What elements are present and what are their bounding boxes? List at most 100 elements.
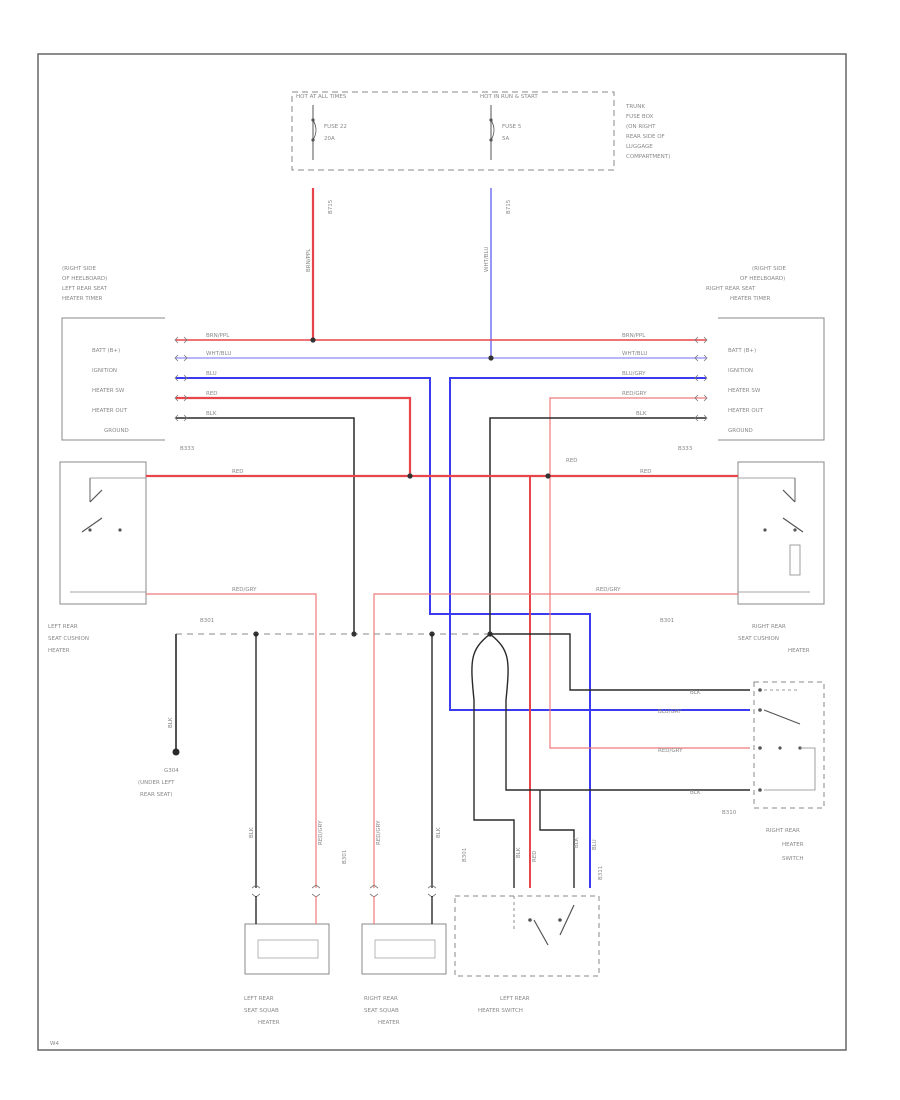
left-timer-connector-id: B333 [180,446,195,452]
left-squab-label-3: HEATER [258,1020,280,1026]
right-timer-location-2: OF HEELBOARD) [740,276,785,282]
right-wire-label-4: RED/GRY [622,391,647,397]
right-cushion-thermostat-icon [782,489,796,503]
feed-wire-2-pin: B715 [506,199,512,214]
left-switch-wire-d: BLU [592,839,598,850]
ground-label-1: G304 [164,768,179,774]
right-rear-seat-cushion-heater: RIGHT REAR SEAT CUSHION HEATER [737,461,825,654]
left-cushion-top-wire-label: RED [232,469,244,475]
feed-wire-2-code: WHT/BLU [484,247,490,272]
left-cushion-bottom-wire-label: RED/GRY [232,587,257,593]
fuse-box-location-2: FUSE BOX [626,114,654,120]
right-rear-heater-switch: BLK BLU/GRY RED/GRY BLK B310 RIGHT REAR … [658,681,825,862]
left-timer-pin-heater-sw: HEATER SW [92,388,125,394]
left-rear-heater-switch: B301 RED BLK BLU B311 BLK LEFT REAR HEAT… [454,837,604,1014]
right-timer-pin-ground: GROUND [728,428,753,434]
left-rear-seat-cushion-heater: LEFT REAR SEAT CUSHION HEATER [48,461,147,654]
right-timer-pin-batt: BATT (B+) [728,348,756,354]
right-wire-label-3: BLU/GRY [622,371,646,377]
left-switch-label-2: HEATER SWITCH [478,1008,523,1014]
right-timer-location-4: HEATER TIMER [730,296,771,302]
left-timer-pin-batt: BATT (B+) [92,348,120,354]
hot-at-all-times-label: HOT AT ALL TIMES [296,94,347,100]
right-squab-label-3: HEATER [378,1020,400,1026]
right-switch-connector-id: B310 [722,810,737,816]
fuse-5-name: FUSE 5 [502,124,522,130]
fuse-box-location-3: (ON RIGHT [626,124,656,130]
ground-label-3: REAR SEAT) [140,792,172,798]
right-timer-location-3: RIGHT REAR SEAT [706,286,756,292]
right-rear-seat-heater-timer: (RIGHT SIDE OF HEELBOARD) RIGHT REAR SEA… [678,266,825,452]
right-squab-label-1: RIGHT REAR [364,996,398,1002]
fuse-5-icon [490,119,495,141]
left-squab-wire-a: BLK [249,827,255,838]
left-rear-seat-squab-heater: BLK RED/GRY B301 LEFT REAR SEAT SQUAB HE… [244,820,348,1026]
ground-splice-bus: BLK G304 (UNDER LEFT REAR SEAT) [138,631,750,888]
fuse-box-location-4: REAR SIDE OF [626,134,665,140]
right-timer-connector-id: B333 [678,446,693,452]
right-timer-pin-heater-out: HEATER OUT [728,408,764,414]
right-switch-wire-2: BLU/GRY [658,709,682,715]
right-switch-label-3: SWITCH [782,856,804,862]
left-squab-wire-b: RED/GRY [318,820,324,845]
left-rear-seat-heater-timer: (RIGHT SIDE OF HEELBOARD) LEFT REAR SEAT… [61,266,195,452]
left-timer-pin-ground: GROUND [104,428,129,434]
right-switch-wire-1: BLK [690,690,701,696]
red-splice-label: RED [566,458,578,464]
right-wire-label-5: BLK [636,411,647,417]
left-wire-label-1: BRN/PPL [206,333,230,339]
timer-bus-wires: BRN/PPL WHT/BLU BLU RED BLK BRN/PPL WHT/… [174,333,750,888]
right-switch-wire-3: RED/GRY [658,748,683,754]
right-cushion-bottom-wire-label: RED/GRY [596,587,621,593]
left-cushion-label-3: HEATER [48,648,70,654]
left-wire-label-3: BLU [206,371,217,377]
right-switch-contact-icon [763,709,801,725]
fuse-box-location-5: LUGGAGE [626,144,653,150]
right-wire-label-2: WHT/BLU [622,351,647,357]
left-switch-pin-a: B301 [462,848,468,862]
right-squab-wire-b: BLK [436,827,442,838]
left-timer-pin-heater-out: HEATER OUT [92,408,128,414]
right-cushion-top-wire-label: RED [640,469,652,475]
left-cushion-label-2: SEAT CUSHION [48,636,89,642]
left-timer-location-1: (RIGHT SIDE [62,266,96,272]
left-squab-label-1: LEFT REAR [244,996,274,1002]
right-timer-pin-ignition: IGNITION [728,368,753,374]
right-cushion-label-3: HEATER [788,648,810,654]
left-switch-wire-b: RED [532,850,538,862]
right-rear-seat-squab-heater: RED/GRY BLK RIGHT REAR SEAT SQUAB HEATER [361,820,447,1026]
left-squab-label-2: SEAT SQUAB [244,1008,279,1014]
left-switch-pin-b: B311 [598,866,604,880]
right-timer-location-1: (RIGHT SIDE [752,266,786,272]
left-switch-label-1: LEFT REAR [500,996,530,1002]
right-switch-wire-4: BLK [690,790,701,796]
left-timer-location-2: OF HEELBOARD) [62,276,107,282]
feed-wire-1-code: BRN/PPL [306,248,312,272]
left-wire-label-4: RED [206,391,218,397]
feed-wire-1-pin: B715 [328,199,334,214]
ground-label-2: (UNDER LEFT [138,780,175,786]
fuse-feed-wires: BRN/PPL B715 WHT/BLU B715 [306,188,512,358]
right-switch-label-2: HEATER [782,842,804,848]
left-cushion-label-1: LEFT REAR [48,624,78,630]
left-timer-location-3: LEFT REAR SEAT [62,286,108,292]
hot-in-run-label: HOT IN RUN & START [480,94,538,100]
right-timer-pin-heater-sw: HEATER SW [728,388,761,394]
right-switch-label-1: RIGHT REAR [766,828,800,834]
left-timer-pin-ignition: IGNITION [92,368,117,374]
fuse-box-location-1: TRUNK [625,104,645,110]
ground-point-icon [172,748,180,756]
fuse-5-rating: 5A [502,136,509,142]
figure-id: W4 [50,1041,59,1047]
right-squab-wire-a: RED/GRY [376,820,382,845]
left-switch-wire-c: BLK [574,837,580,848]
cushion-heater-wires: RED RED RED RED/GRY RED/GRY B301 B301 [146,458,738,888]
right-cushion-label-1: RIGHT REAR [752,624,786,630]
left-switch-wire-a: BLK [516,847,522,858]
left-wire-label-5: BLK [206,411,217,417]
right-squab-label-2: SEAT SQUAB [364,1008,399,1014]
ground-wire-label: BLK [168,717,174,728]
right-cushion-label-2: SEAT CUSHION [738,636,779,642]
left-cushion-thermostat-icon [89,489,103,503]
